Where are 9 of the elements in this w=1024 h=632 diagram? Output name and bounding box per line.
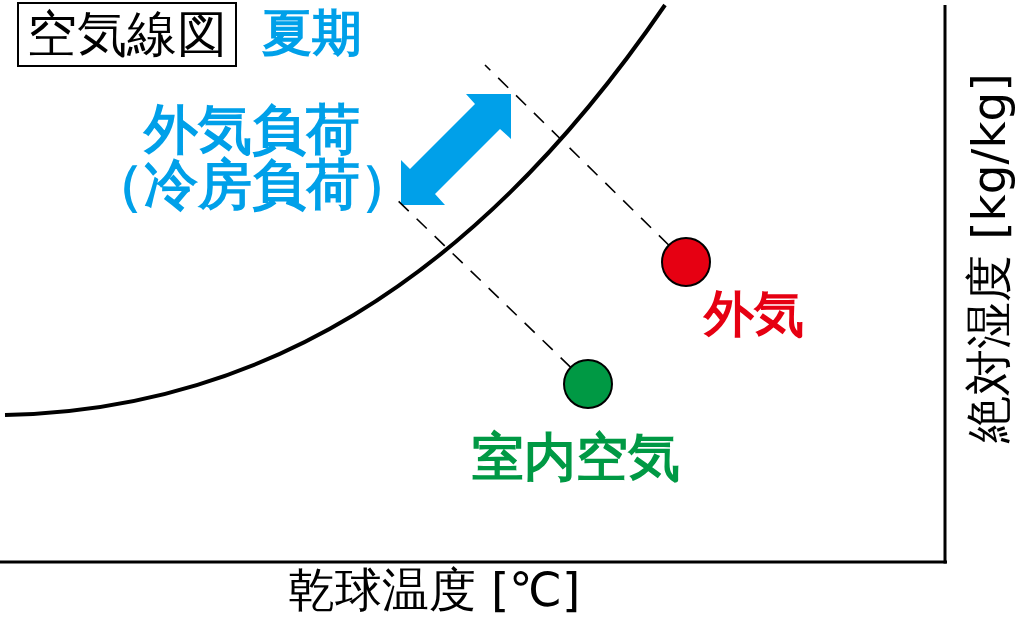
chart-title: 空気線図	[17, 2, 237, 67]
season-label: 夏期	[262, 8, 362, 58]
point-label: 外気	[704, 289, 804, 339]
point-label: 室内空気	[472, 431, 680, 483]
point-marker-icon	[563, 359, 613, 409]
point-marker-icon	[661, 237, 711, 287]
x-axis-label: 乾球温度 [℃]	[288, 566, 581, 613]
dashed-line	[484, 64, 670, 246]
load-label: 外気負荷（冷房負荷）	[89, 102, 415, 213]
